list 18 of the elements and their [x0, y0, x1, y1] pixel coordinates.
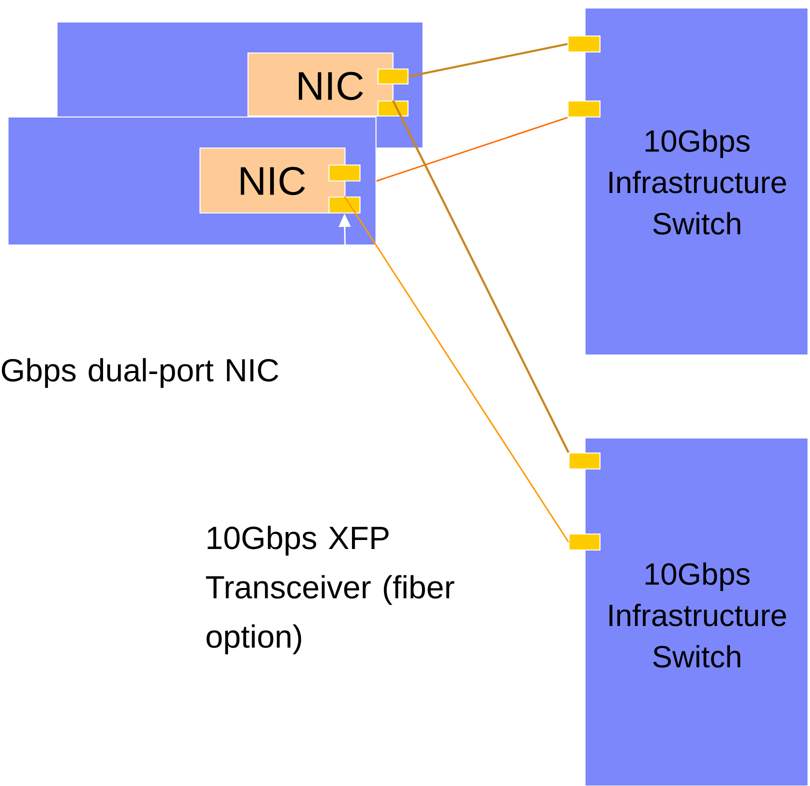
port [567, 35, 601, 53]
port [568, 452, 601, 470]
port [568, 533, 601, 551]
port [567, 100, 601, 118]
cable-line [392, 100, 570, 453]
switch-box: 10Gbps Infrastructure Switch [584, 437, 809, 786]
note-text: Gbps dual-port NIC [2, 358, 278, 388]
port [377, 68, 409, 85]
port [328, 164, 361, 182]
cable-line [344, 196, 570, 542]
switch-box: 10Gbps Infrastructure Switch [584, 7, 809, 356]
port [328, 196, 361, 214]
nic-card: NIC [247, 52, 394, 117]
nic-card: NIC [199, 147, 346, 214]
cable-line [408, 42, 568, 78]
port [377, 100, 409, 117]
cable-line [376, 116, 568, 182]
note-text: 10Gbps XFP Transceiver (fiber option) [206, 526, 454, 654]
